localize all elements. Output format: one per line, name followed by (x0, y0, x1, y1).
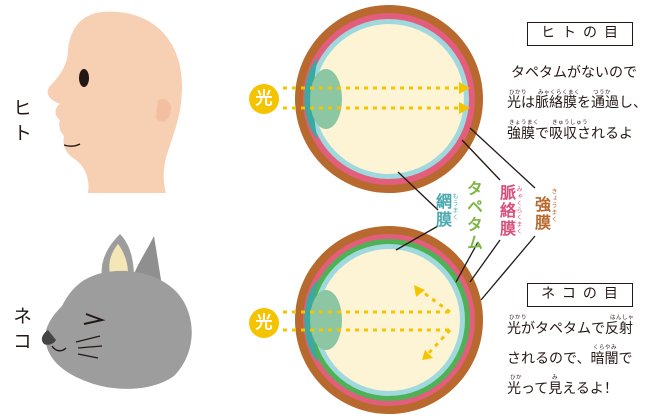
cat-desc-line-2: されるので、暗闇で (507, 351, 633, 367)
cat-desc-line-1: 光がタペタムで反射 (507, 321, 633, 337)
leader-tapetum-cat (455, 241, 479, 283)
cat-side-label: ネコ (10, 306, 32, 356)
human-box-title: ヒトの目 (527, 22, 633, 46)
kyoumaku-ruby: きょうまく (550, 188, 557, 223)
human-ruby-hikari: ひかり (509, 90, 528, 96)
human-ear (156, 98, 172, 122)
leader-myakurakumaku-cat (469, 239, 501, 283)
human-face (47, 11, 182, 193)
kyoumaku-label: 強膜 (532, 196, 551, 232)
cat-reflect-arrow-up (414, 285, 425, 297)
cat-whiskers (75, 335, 103, 359)
human-vitreous (314, 24, 464, 174)
human-ray-arrow-1 (459, 82, 470, 94)
cat-eye (83, 313, 106, 325)
cat-face (45, 270, 192, 389)
human-ruby-kyoumaku: きょうまく (509, 120, 540, 126)
leader-moumaku-cat (395, 225, 439, 251)
human-lens (310, 69, 342, 129)
cat-light-rays (283, 288, 452, 356)
human-desc-line-2: 光は脈絡膜を通過し、 (507, 95, 647, 111)
human-ray-arrow-2 (459, 102, 470, 114)
cat-ruby-hansha: はんしゃ (610, 315, 635, 321)
human-mouth (63, 143, 81, 147)
cat-ear-inner (109, 244, 128, 274)
human-desc-line-3: 強膜で吸収されるよ (507, 126, 633, 142)
cat-ruby-hikari: ひかり (509, 315, 528, 321)
moumaku-ruby: もうまく (451, 193, 458, 221)
cat-head-illustration (41, 234, 192, 389)
human-eye (79, 69, 89, 87)
human-ruby-kyuushuu: きゅうしゅう (552, 120, 589, 126)
cat-light-badge: 光 (249, 308, 279, 338)
human-head-illustration (47, 11, 182, 193)
cat-desc-line-3: 光って見えるよ！ (507, 381, 618, 397)
leader-kyoumaku-human (469, 127, 536, 189)
cat-ruby-kurayami: くらやみ (593, 345, 618, 351)
leader-lines (395, 127, 536, 301)
cat-box-title: ネコの目 (527, 283, 633, 307)
cat-ruby-hikari2: ひか (510, 375, 523, 381)
cat-mouth (51, 345, 67, 352)
cat-nose (41, 330, 56, 345)
cat-reflect-arrow-down (422, 350, 433, 360)
tapetum-label: タペタム (464, 180, 483, 252)
myakurakumaku-ruby: みゃくらくまく (515, 186, 522, 235)
cat-ruby-mi: み (552, 375, 559, 381)
human-ruby-myakurakumaku: みゃくらくまく (538, 90, 581, 96)
cat-lens (310, 290, 342, 350)
human-ruby-tsuuka: つうか (593, 90, 612, 96)
human-side-label: ヒト (10, 98, 32, 148)
human-light-badge: 光 (249, 84, 279, 114)
cat-eye-cross-section (295, 226, 483, 414)
leader-kyoumaku-cat (480, 235, 536, 301)
human-light-rays (283, 86, 460, 110)
human-desc-line-1: タペタムがないので (511, 65, 637, 81)
leader-myakurakumaku-human (461, 139, 501, 181)
myakurakumaku-label: 脈絡膜 (497, 184, 516, 238)
human-eye-cross-section (295, 5, 483, 193)
leader-moumaku-human (397, 171, 439, 211)
moumaku-label: 網膜 (433, 193, 452, 229)
